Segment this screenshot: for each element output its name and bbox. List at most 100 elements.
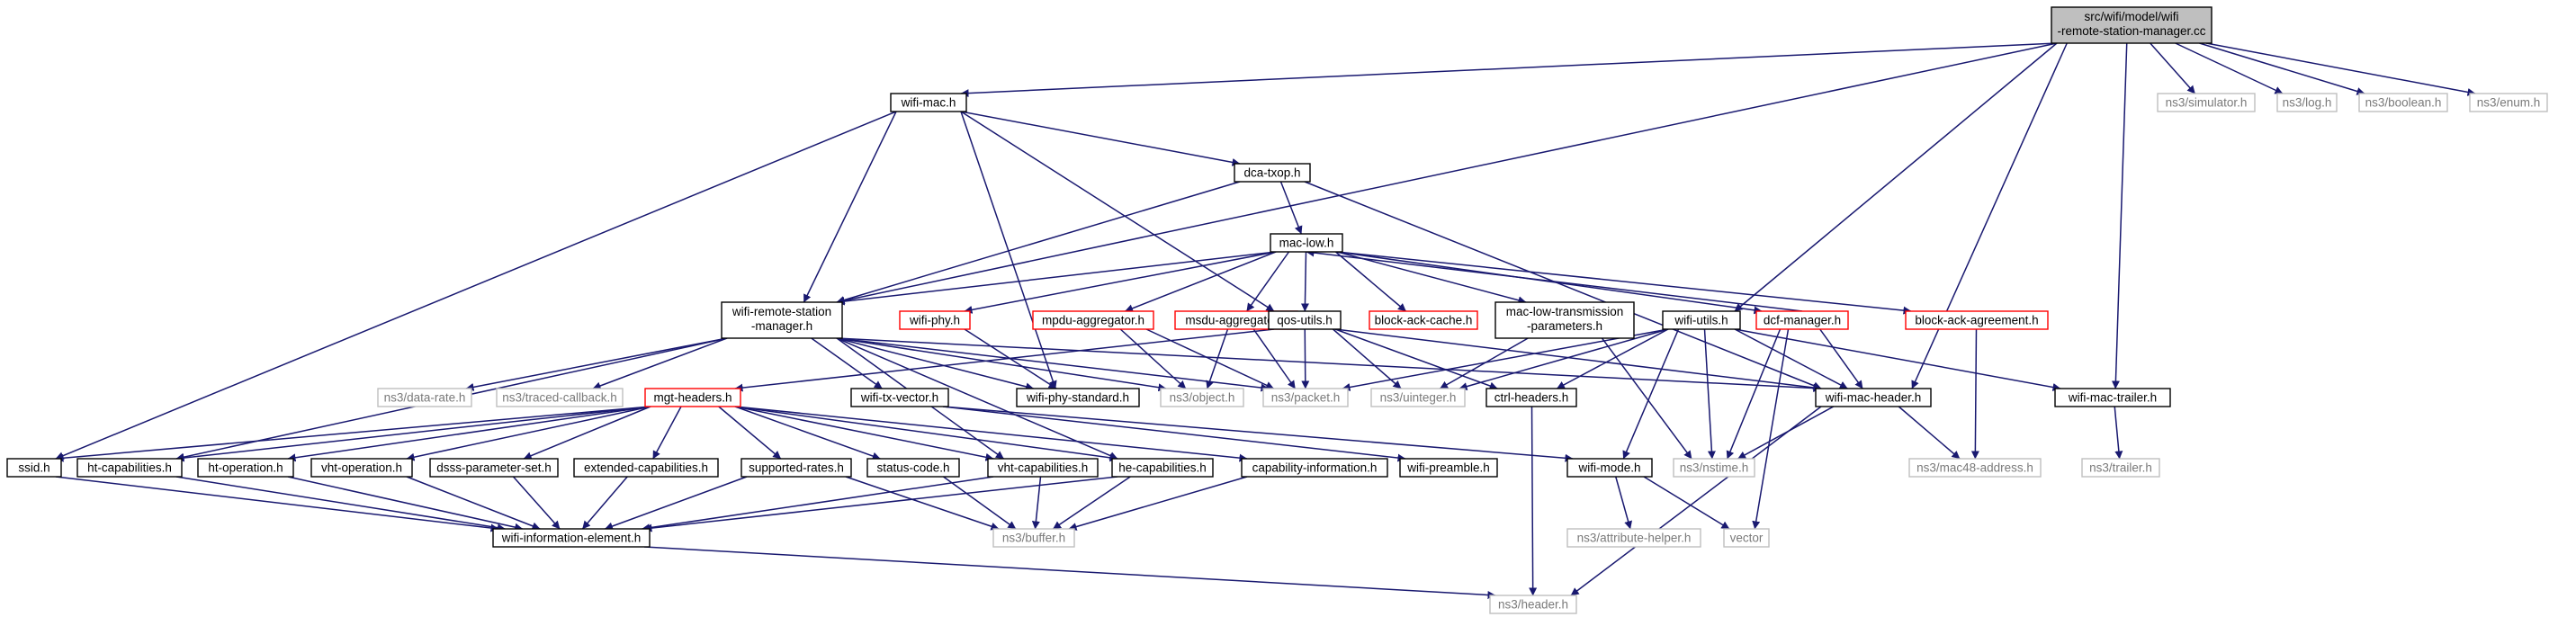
node-box-datarate <box>377 388 472 407</box>
edge-mgt-to-suprates <box>718 406 782 460</box>
node-capinfo[interactable]: capability-information.h <box>1241 458 1388 478</box>
edge-root-to-bool <box>2199 42 2365 95</box>
edge-ssid-to-wie <box>55 476 499 532</box>
edge-mgt-to-htcap <box>175 406 651 462</box>
node-root[interactable]: src/wifi/model/wifi-remote-station-manag… <box>2051 6 2212 44</box>
edge-maclow-to-msdu <box>1246 251 1290 312</box>
node-vhtcap[interactable]: vht-capabilities.h <box>987 458 1099 478</box>
edge-wrsm-to-hecap <box>836 337 1118 460</box>
node-wrsm[interactable]: wifi-remote-station-manager.h <box>721 301 843 339</box>
node-hecap[interactable]: he-capabilities.h <box>1111 458 1214 478</box>
node-wmode[interactable]: wifi-mode.h <box>1566 458 1653 478</box>
node-box-bool <box>2358 93 2448 112</box>
node-bac[interactable]: block-ack-cache.h <box>1369 310 1478 330</box>
node-htop[interactable]: ht-operation.h <box>197 458 294 478</box>
node-box-nstime <box>1673 458 1755 478</box>
node-wmh[interactable]: wifi-mac-header.h <box>1815 388 1932 407</box>
node-baa[interactable]: block-ack-agreement.h <box>1905 310 2049 330</box>
node-label-vhtcap: vht-capabilities.h <box>998 461 1089 475</box>
node-vhtop[interactable]: vht-operation.h <box>310 458 413 478</box>
node-mltp[interactable]: mac-low-transmission-parameters.h <box>1494 301 1635 339</box>
node-qos[interactable]: qos-utils.h <box>1268 310 1342 330</box>
node-wie[interactable]: wifi-information-element.h <box>492 528 651 548</box>
node-label-header: ns3/header.h <box>1498 598 1568 612</box>
edge-wmh-to-mac48 <box>1898 406 1961 460</box>
edge-wrsm-to-wps <box>836 337 1035 391</box>
node-extcap[interactable]: extended-capabilities.h <box>573 458 719 478</box>
node-mac48: ns3/mac48-address.h <box>1908 458 2042 478</box>
node-dsss[interactable]: dsss-parameter-set.h <box>429 458 559 478</box>
edge-wutils-to-wmh <box>1734 328 1848 389</box>
node-box-vhtcap <box>987 458 1099 478</box>
node-wifimac[interactable]: wifi-mac.h <box>890 93 967 112</box>
node-suprates[interactable]: supported-rates.h <box>740 458 852 478</box>
edge-wrsm-to-datarate <box>465 337 728 391</box>
edge-root-to-sim <box>2150 42 2196 94</box>
node-label-packet: ns3/packet.h <box>1271 391 1341 405</box>
node-dca[interactable]: dca-txop.h <box>1234 163 1311 183</box>
node-vector: vector <box>1723 528 1770 548</box>
node-label-wifimac: wifi-mac.h <box>901 96 956 110</box>
edge-hecap-to-buffer <box>1053 476 1131 530</box>
edge-dsss-to-wie <box>512 476 561 530</box>
node-box-header <box>1489 595 1577 614</box>
node-packet: ns3/packet.h <box>1262 388 1349 407</box>
node-wtv[interactable]: wifi-tx-vector.h <box>850 388 949 407</box>
node-wps[interactable]: wifi-phy-standard.h <box>1016 388 1140 407</box>
node-label-wmode: wifi-mode.h <box>1577 461 1640 475</box>
edge-hecap-to-wie <box>643 476 1118 532</box>
node-label-wpre: wifi-preamble.h <box>1406 461 1490 475</box>
node-box-vector <box>1723 528 1770 548</box>
node-box-wmode <box>1566 458 1653 478</box>
node-label-capinfo: capability-information.h <box>1252 461 1378 475</box>
node-label-wtv: wifi-tx-vector.h <box>860 391 938 405</box>
node-label-root-line1: src/wifi/model/wifi <box>2084 10 2178 23</box>
edge-maclow-to-qos <box>1300 251 1309 312</box>
node-ssid[interactable]: ssid.h <box>6 458 62 478</box>
node-wpre[interactable]: wifi-preamble.h <box>1399 458 1498 478</box>
node-maclow[interactable]: mac-low.h <box>1270 233 1343 253</box>
edge-wutils-to-packet <box>1342 328 1669 391</box>
node-label-buffer: ns3/buffer.h <box>1002 532 1065 545</box>
node-wutils[interactable]: wifi-utils.h <box>1662 310 1741 330</box>
node-label-mltp-line2: -parameters.h <box>1527 319 1602 333</box>
edge-dca-to-wrsm <box>836 181 1241 304</box>
node-mpdu[interactable]: mpdu-aggregator.h <box>1032 310 1154 330</box>
edge-wrsm-to-wmh <box>836 337 1822 393</box>
node-box-log <box>2276 93 2338 112</box>
node-obj: ns3/object.h <box>1160 388 1244 407</box>
node-htcap[interactable]: ht-capabilities.h <box>76 458 183 478</box>
edge-wmode-to-vector <box>1643 476 1730 530</box>
node-label-vhtop: vht-operation.h <box>321 461 402 475</box>
edge-extcap-to-wie <box>581 476 628 530</box>
node-box-wtv <box>850 388 949 407</box>
node-box-htop <box>197 458 294 478</box>
node-box-uint <box>1370 388 1466 407</box>
node-label-tcb: ns3/traced-callback.h <box>502 391 617 405</box>
node-box-wmh <box>1815 388 1932 407</box>
node-ctrl[interactable]: ctrl-headers.h <box>1485 388 1577 407</box>
node-label-bool: ns3/boolean.h <box>2365 96 2442 110</box>
node-box-wpre <box>1399 458 1498 478</box>
node-label-wps: wifi-phy-standard.h <box>1026 391 1129 405</box>
edge-maclow-to-mpdu <box>1125 251 1277 313</box>
edge-qos-to-packet <box>1301 328 1310 389</box>
edge-root-to-log <box>2175 42 2284 94</box>
node-msdu[interactable]: msdu-aggregator.h <box>1174 310 1298 330</box>
node-label-ctrl: ctrl-headers.h <box>1494 391 1569 405</box>
edge-maclow-to-wifiphy <box>964 251 1277 314</box>
node-wmt[interactable]: wifi-mac-trailer.h <box>2054 388 2171 407</box>
node-dcf[interactable]: dcf-manager.h <box>1755 310 1849 330</box>
node-box-status <box>866 458 960 478</box>
node-status[interactable]: status-code.h <box>866 458 960 478</box>
node-label-mac48: ns3/mac48-address.h <box>1916 461 2033 475</box>
node-label-vector: vector <box>1730 532 1764 545</box>
node-header: ns3/header.h <box>1489 595 1577 614</box>
node-box-ctrl <box>1485 388 1577 407</box>
node-box-mac48 <box>1908 458 2042 478</box>
node-box-tcb <box>496 388 624 407</box>
edge-wrsm-to-obj <box>836 337 1167 392</box>
edge-wrsm-to-wtv <box>811 337 883 389</box>
node-wifiphy[interactable]: wifi-phy.h <box>899 310 971 330</box>
node-mgt[interactable]: mgt-headers.h <box>644 388 741 407</box>
